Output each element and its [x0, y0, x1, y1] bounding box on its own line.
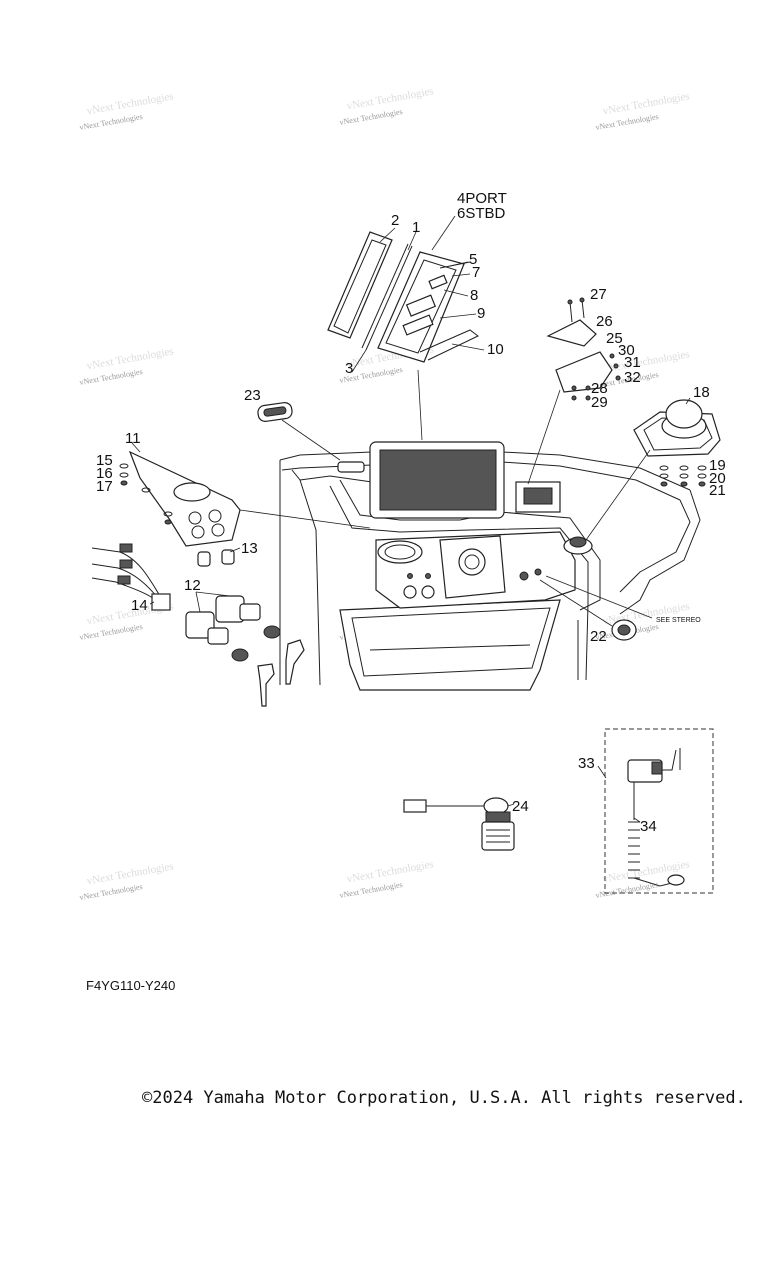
panel-cutout	[173, 482, 211, 502]
see-stereo-label: SEE STEREO	[656, 617, 701, 624]
part-23-switch	[257, 402, 341, 461]
part-9-board	[405, 294, 437, 317]
callout-2: 2	[391, 212, 399, 229]
callout-32: 32	[624, 369, 641, 386]
callout-16: 16	[96, 465, 113, 482]
callout-15: 15	[96, 452, 113, 469]
cupholder	[377, 540, 423, 564]
part-12-key-switches	[185, 591, 305, 707]
console-body	[279, 441, 701, 691]
knob-left	[403, 585, 417, 599]
sensor-plug	[403, 799, 427, 813]
callout-25: 25	[606, 330, 623, 347]
callout-6stbd: 6STBD	[457, 205, 506, 222]
watermark: vNext Technologies vNext Technologies	[339, 858, 435, 900]
callout-14: 14	[131, 597, 148, 614]
callout-17: 17	[96, 478, 113, 495]
diagram-code: F4YG110-Y240	[86, 978, 176, 993]
callout-27: 27	[590, 286, 607, 303]
part-2-bezel-inner	[333, 239, 387, 334]
part-18-joystick	[585, 397, 721, 541]
callout-19: 19	[709, 457, 726, 474]
part-3-strip-edge	[365, 245, 413, 351]
joystick-knob	[665, 399, 703, 429]
part-3-strip	[361, 243, 409, 349]
part-8-clip	[428, 274, 448, 290]
callout-20: 20	[709, 470, 726, 487]
part-24-sensor	[403, 797, 515, 851]
watermark: vNext Technologies vNext Technologies	[79, 860, 175, 902]
part-10-bracket	[419, 329, 479, 361]
copyright-notice: ©2024 Yamaha Motor Corporation, U.S.A. A…	[142, 1088, 746, 1108]
part-25-bracket	[527, 297, 621, 485]
callout-13: 13	[241, 540, 258, 557]
part-1-frame-inner	[385, 259, 457, 354]
callout-8: 8	[470, 287, 478, 304]
installed-display-screen	[379, 449, 497, 511]
watermark: vNext Technologies vNext Technologies	[79, 345, 175, 387]
callout-26: 26	[596, 313, 613, 330]
console-top-right-edge	[501, 451, 691, 491]
part-14-harness	[91, 543, 171, 611]
callout-21: 21	[709, 482, 726, 499]
knob-right	[421, 585, 435, 599]
washers-15-17	[119, 463, 173, 525]
callout-34: 34	[640, 818, 657, 835]
watermark: vNext Technologies vNext Technologies	[339, 85, 435, 127]
switch-block	[515, 481, 561, 513]
callout-24: 24	[512, 798, 529, 815]
callout-23: 23	[244, 387, 261, 404]
callout-28: 28	[591, 380, 608, 397]
console-switch	[337, 461, 365, 473]
callout-31: 31	[624, 354, 641, 371]
callout-4port: 4PORT	[457, 190, 507, 207]
leaders-display	[351, 215, 485, 441]
callout-labels: 2 1 4PORT 6STBD 5 7 8 9 10 3 23 11 15 16…	[96, 190, 726, 835]
callout-5: 5	[469, 251, 477, 268]
callout-7: 7	[472, 264, 480, 281]
watermark: vNext Technologies vNext Technologies	[79, 90, 175, 132]
part-10-board	[402, 314, 434, 336]
callout-11: 11	[125, 430, 141, 447]
callout-22: 22	[590, 628, 607, 645]
callout-10: 10	[487, 341, 504, 358]
port-22	[519, 571, 529, 581]
key-lower	[257, 663, 275, 707]
display-unit-exploded	[327, 231, 479, 363]
callout-33: 33	[578, 755, 595, 772]
console-lower-box	[339, 599, 561, 691]
part-11-panel	[119, 442, 371, 547]
callout-12: 12	[184, 577, 201, 594]
callout-30: 30	[618, 342, 635, 359]
hub-ring	[458, 548, 486, 576]
washers-19-21	[659, 465, 707, 487]
callout-1: 1	[412, 219, 420, 236]
small-fasteners	[571, 353, 621, 401]
harness-connector	[151, 593, 171, 611]
console-top-left-edge	[279, 451, 373, 461]
callout-18: 18	[693, 384, 710, 401]
part-2-bezel	[327, 231, 393, 339]
callout-9: 9	[477, 305, 485, 322]
key-upper	[285, 639, 305, 685]
coiled-lanyard	[628, 821, 640, 879]
callout-29: 29	[591, 394, 608, 411]
part-13-sockets	[197, 547, 241, 567]
part-33-kit	[597, 728, 714, 894]
part-26-clamp	[546, 319, 597, 347]
watermark: vNext Technologies vNext Technologies	[595, 90, 691, 132]
callout-3: 3	[345, 360, 353, 377]
part-22-port: SEE STEREO	[539, 575, 701, 641]
